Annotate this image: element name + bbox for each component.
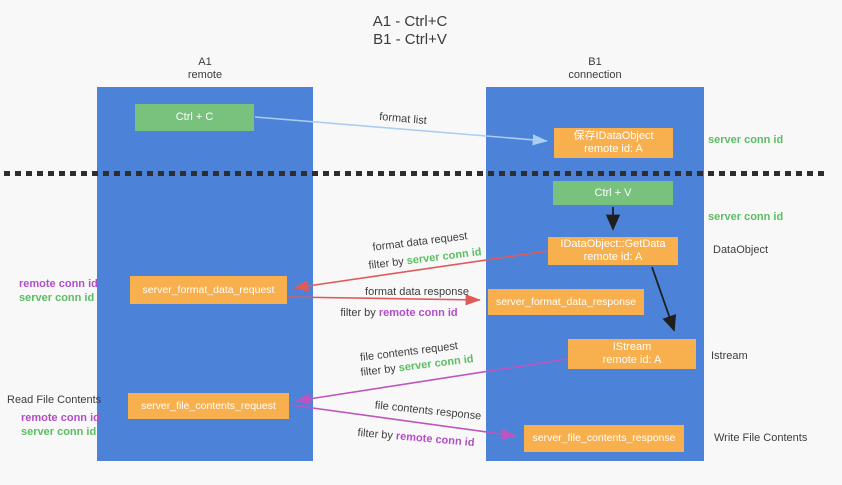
filter-by-text: filter by xyxy=(357,426,394,442)
read-file-contents-label: Read File Contents xyxy=(7,394,102,406)
ctrl-v-box: Ctrl + V xyxy=(553,181,673,205)
lifeline-a1-subtitle: remote xyxy=(187,69,223,81)
lifeline-a1-name: A1 xyxy=(198,56,212,68)
getdata-line2: remote id: A xyxy=(583,251,643,263)
server-format-data-request-box: server_format_data_request xyxy=(130,276,287,304)
server-conn-id-label-file: server conn id xyxy=(21,426,97,438)
server-file-contents-request-box: server_file_contents_request xyxy=(128,393,289,419)
lifeline-b1-header: B1 connection xyxy=(486,56,704,82)
write-file-contents-label: Write File Contents xyxy=(714,432,808,444)
title-line-1: A1 - Ctrl+C xyxy=(372,13,448,30)
server-conn-id-label-top: server conn id xyxy=(708,134,784,146)
format-list-label: format list xyxy=(378,110,428,128)
remote-conn-id-label-file: remote conn id xyxy=(21,412,100,424)
getdata-line1: IDataObject::GetData xyxy=(560,238,666,250)
filter-by-text: filter by xyxy=(367,255,405,272)
server-conn-id-label-format: server conn id xyxy=(19,292,95,304)
lifeline-b1-subtitle: connection xyxy=(568,69,622,81)
diagram-title: A1 - Ctrl+C B1 - Ctrl+V xyxy=(330,13,490,49)
ctrl-c-box: Ctrl + C xyxy=(135,104,254,131)
server-conn-id-label-mid: server conn id xyxy=(708,211,784,223)
server-format-data-response-box: server_format_data_response xyxy=(488,289,644,315)
save-idataobject-box: 保存IDataObject remote id: A xyxy=(554,128,673,158)
istream-line1: IStream xyxy=(612,341,652,353)
istream-side-label: Istream xyxy=(711,350,748,362)
file-contents-response-label: file contents response xyxy=(374,399,482,423)
istream-box: IStream remote id: A xyxy=(568,339,696,369)
lifeline-b1-name: B1 xyxy=(588,56,602,68)
save-idataobject-line2: remote id: A xyxy=(584,143,643,155)
remote-conn-id-label-format: remote conn id xyxy=(19,278,98,290)
idataobject-getdata-box: IDataObject::GetData remote id: A xyxy=(548,237,678,265)
filter-by-text: filter by xyxy=(359,362,397,379)
save-idataobject-line1: 保存IDataObject xyxy=(573,130,654,142)
format-data-response-label: format data response xyxy=(365,286,469,298)
session-divider-dashed-line xyxy=(4,171,826,176)
istream-line2: remote id: A xyxy=(602,354,662,366)
remote-conn-id-text: remote conn id xyxy=(378,307,458,319)
remote-conn-id-text: remote conn id xyxy=(395,430,475,450)
dataobject-label: DataObject xyxy=(713,244,769,256)
conn-id-pair-file: remote conn id server conn id xyxy=(21,411,100,439)
lifeline-a1-header: A1 remote xyxy=(97,56,313,82)
server-conn-id-text: server conn id xyxy=(406,246,483,268)
filter-by-text: filter by xyxy=(340,307,376,319)
server-file-contents-response-box: server_file_contents_response xyxy=(524,425,684,452)
conn-id-pair-format: remote conn id server conn id xyxy=(19,277,98,305)
title-line-2: B1 - Ctrl+V xyxy=(373,31,447,48)
